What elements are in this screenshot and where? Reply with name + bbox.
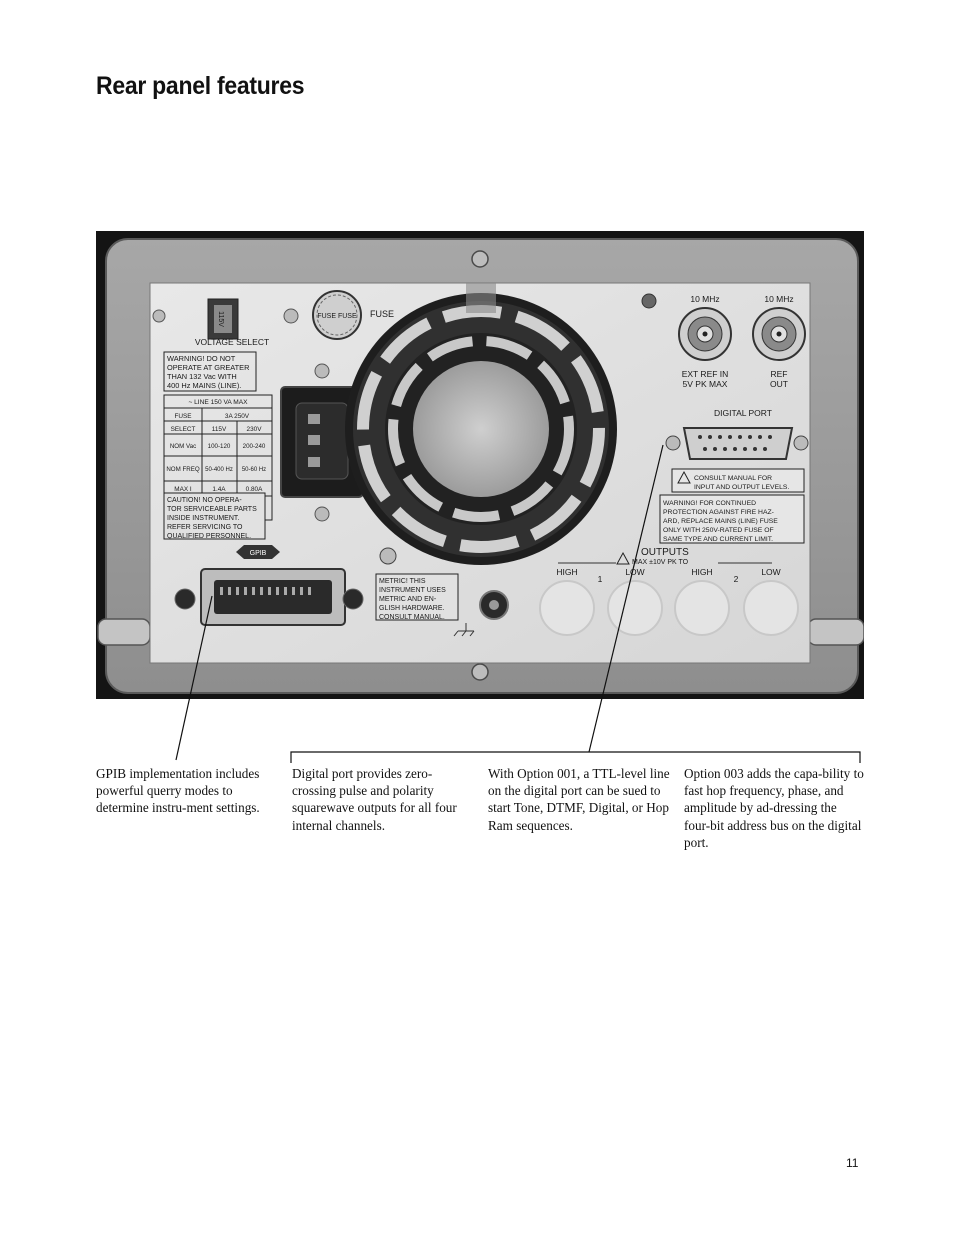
panel-screw: [283, 308, 299, 324]
output-1-low-label: LOW: [625, 567, 644, 577]
ref-out-freq: 10 MHz: [764, 294, 793, 304]
output-2-high-port: [674, 580, 730, 636]
metric-line: METRIC AND EN-: [379, 596, 437, 603]
gpib-screw: [174, 588, 196, 610]
digital-port-screw: [793, 435, 809, 451]
spec-cell: 50-400 Hz: [205, 467, 233, 473]
ref-in-label: EXT REF IN: [682, 369, 729, 379]
fire-warning-line: SAME TYPE AND CURRENT LIMIT.: [663, 536, 773, 543]
ref-in-freq: 10 MHz: [690, 294, 719, 304]
output-1-high-port: [539, 580, 595, 636]
spec-cell: SELECT: [171, 426, 196, 433]
option-bracket: [290, 751, 861, 763]
panel-screw: [314, 363, 330, 379]
ref-out-connector: [752, 307, 806, 361]
channel-1-label: 1: [598, 574, 603, 584]
digital-port-connector: [682, 427, 794, 460]
output-1-high-label: HIGH: [556, 567, 577, 577]
channel-2-label: 2: [734, 574, 739, 584]
ref-out-label: REF: [771, 369, 788, 379]
ground-symbol-icon: [453, 623, 475, 637]
warning-triangle-icon: [677, 470, 691, 484]
line-rating: ~ LINE 150 VA MAX: [188, 399, 248, 406]
caution-line: REFER SERVICING TO: [167, 524, 243, 531]
caution-line: CAUTION! NO OPERA-: [167, 497, 242, 504]
caption-digital-port: Digital port provides zero-crossing puls…: [292, 766, 457, 833]
panel-screw: [314, 506, 330, 522]
spec-cell: 50-60 Hz: [242, 467, 266, 473]
metric-line: METRIC! THIS: [379, 578, 426, 585]
digital-port-screw: [665, 435, 681, 451]
gpib-screw: [342, 588, 364, 610]
panel-screw: [641, 293, 657, 309]
fire-warning-line: ARD, REPLACE MAINS (LINE) FUSE: [663, 518, 778, 525]
consult-line: CONSULT MANUAL FOR: [694, 475, 772, 482]
caution-line: TOR SERVICEABLE PARTS: [167, 506, 257, 513]
output-2-high-label: HIGH: [691, 567, 712, 577]
fire-warning-line: WARNING! FOR CONTINUED: [663, 500, 756, 507]
consult-line: INPUT AND OUTPUT LEVELS.: [694, 484, 789, 491]
caution-line: INSIDE INSTRUMENT.: [167, 515, 239, 522]
output-2-low-port: [743, 580, 799, 636]
outputs-title: OUTPUTS: [641, 547, 689, 558]
fuse-cap-text: FUSE FUSE: [317, 313, 357, 320]
spec-cell: MAX I: [174, 486, 192, 493]
handle-left: [97, 618, 151, 646]
panel-screw: [379, 547, 397, 565]
output-1-low-port: [607, 580, 663, 636]
spec-cell: 0.80A: [246, 486, 263, 493]
spec-cell: 1.4A: [212, 486, 226, 493]
page-number: 11: [846, 1156, 859, 1170]
bezel-screw-bottom: [471, 663, 489, 681]
consult-box: [671, 468, 805, 493]
fuse-label: FUSE: [370, 309, 394, 319]
spec-cell: 115V: [212, 426, 227, 433]
fire-warning-box: [659, 494, 805, 544]
caution-box: [163, 492, 266, 540]
caption-gpib: GPIB implementation includes powerful qu…: [96, 766, 260, 816]
spec-cell: NOM FREQ: [166, 466, 200, 473]
warning-line: THAN 132 Vac WITH: [167, 372, 237, 381]
page-title: Rear panel features: [96, 72, 305, 100]
cooling-fan: [345, 283, 617, 565]
warning-line: WARNING! DO NOT: [167, 354, 236, 363]
warning-box: [163, 351, 257, 392]
ext-ref-in-connector: [678, 307, 732, 361]
fire-warning-line: ONLY WITH 250V-RATED FUSE OF: [663, 527, 774, 534]
ref-out-label: OUT: [770, 379, 788, 389]
panel-screw: [152, 309, 166, 323]
rear-panel-photo: 115V VOLTAGE SELECT FUSE FUSE FUSE WARNI…: [96, 231, 864, 699]
voltage-select-label: VOLTAGE SELECT: [195, 337, 269, 347]
gpib-label: GPIB: [250, 550, 267, 557]
caution-line: QUALIFIED PERSONNEL.: [167, 533, 251, 540]
metric-line: GLISH HARDWARE.: [379, 605, 445, 612]
output-2-low-label: LOW: [761, 567, 780, 577]
spec-cell: FUSE: [174, 413, 191, 420]
metric-line: INSTRUMENT USES: [379, 587, 446, 594]
caption-option-003: Option 003 adds the capa-bility to fast …: [684, 766, 864, 850]
metric-line: CONSULT MANUAL.: [379, 614, 445, 621]
fuse-holder: [312, 290, 362, 340]
spec-cell: 3A 250V: [225, 413, 250, 420]
spec-cell: 200-240: [243, 443, 266, 450]
spec-cell: 100-120: [208, 443, 231, 450]
voltage-switch-label: 115V: [217, 311, 224, 327]
bezel-screw-top: [471, 250, 489, 268]
digital-port-label: DIGITAL PORT: [714, 408, 772, 418]
warning-line: 400 Hz MAINS (LINE).: [167, 381, 241, 390]
warning-line: OPERATE AT GREATER: [167, 363, 249, 372]
spec-cell: NOM Vac: [170, 443, 196, 450]
spec-cell: 230V: [247, 426, 263, 433]
ref-in-label: 5V PK MAX: [683, 379, 728, 389]
fire-warning-line: PROTECTION AGAINST FIRE HAZ-: [663, 509, 774, 516]
gpib-arrow: [236, 545, 280, 559]
outputs-max: MAX ±10V PK TO: [632, 559, 689, 566]
caption-option-001: With Option 001, a TTL-level line on the…: [488, 766, 670, 833]
handle-right: [807, 618, 864, 646]
metric-box: [375, 573, 459, 621]
